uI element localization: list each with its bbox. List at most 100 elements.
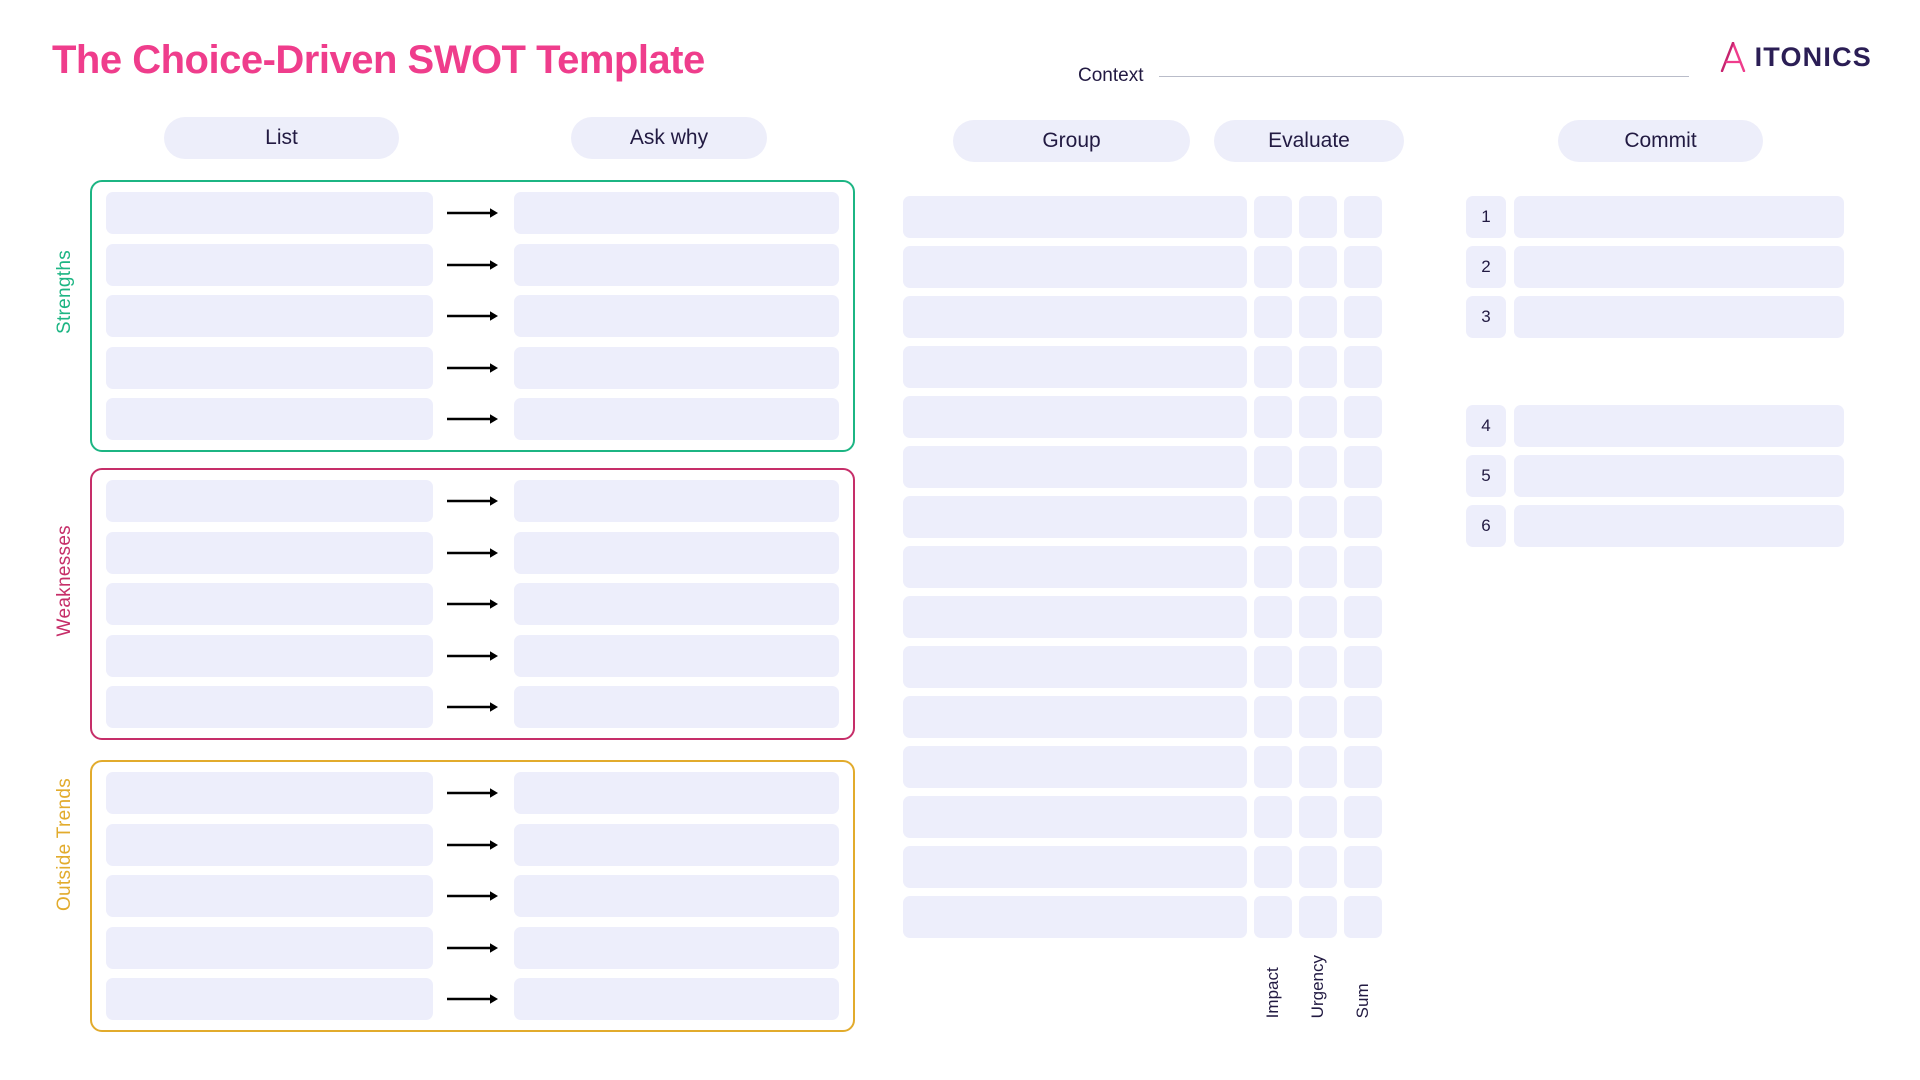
group-field[interactable]	[903, 896, 1247, 938]
swot-ask-why-field[interactable]	[514, 480, 840, 522]
evaluate-score-cell-urgency[interactable]	[1299, 446, 1337, 488]
evaluate-score-cell-urgency[interactable]	[1299, 646, 1337, 688]
swot-list-field[interactable]	[106, 398, 433, 440]
group-field[interactable]	[903, 646, 1247, 688]
swot-list-field[interactable]	[106, 686, 433, 728]
swot-list-field[interactable]	[106, 480, 433, 522]
group-field[interactable]	[903, 846, 1247, 888]
evaluate-score-cell-impact[interactable]	[1254, 746, 1292, 788]
swot-ask-why-field[interactable]	[514, 978, 840, 1020]
evaluate-score-cell-impact[interactable]	[1254, 296, 1292, 338]
evaluate-score-cell-urgency[interactable]	[1299, 846, 1337, 888]
group-field[interactable]	[903, 596, 1247, 638]
evaluate-score-cell-urgency[interactable]	[1299, 896, 1337, 938]
swot-list-field[interactable]	[106, 926, 433, 969]
commit-field[interactable]	[1514, 196, 1844, 238]
evaluate-score-cell-sum[interactable]	[1344, 296, 1382, 338]
swot-list-field[interactable]	[106, 823, 433, 866]
group-field[interactable]	[903, 746, 1247, 788]
evaluate-score-cell-sum[interactable]	[1344, 846, 1382, 888]
evaluate-score-cell-impact[interactable]	[1254, 596, 1292, 638]
swot-ask-why-field[interactable]	[514, 634, 840, 677]
evaluate-score-cell-impact[interactable]	[1254, 446, 1292, 488]
swot-ask-why-field[interactable]	[514, 583, 840, 625]
evaluate-score-cell-sum[interactable]	[1344, 796, 1382, 838]
evaluate-score-cell-sum[interactable]	[1344, 346, 1382, 388]
group-field[interactable]	[903, 346, 1247, 388]
swot-list-field[interactable]	[106, 634, 433, 677]
evaluate-score-cell-impact[interactable]	[1254, 396, 1292, 438]
evaluate-score-cell-urgency[interactable]	[1299, 246, 1337, 288]
evaluate-score-cell-urgency[interactable]	[1299, 396, 1337, 438]
group-field[interactable]	[903, 396, 1247, 438]
swot-ask-why-field[interactable]	[514, 346, 840, 389]
commit-field[interactable]	[1514, 405, 1844, 447]
evaluate-score-cell-impact[interactable]	[1254, 846, 1292, 888]
group-field[interactable]	[903, 546, 1247, 588]
evaluate-score-cell-urgency[interactable]	[1299, 496, 1337, 538]
swot-ask-why-field[interactable]	[514, 823, 840, 866]
swot-list-field[interactable]	[106, 875, 433, 917]
swot-ask-why-field[interactable]	[514, 772, 840, 814]
evaluate-score-cell-urgency[interactable]	[1299, 196, 1337, 238]
swot-list-field[interactable]	[106, 978, 433, 1020]
group-field[interactable]	[903, 796, 1247, 838]
swot-ask-why-field[interactable]	[514, 875, 840, 917]
evaluate-score-cell-impact[interactable]	[1254, 896, 1292, 938]
evaluate-score-cell-sum[interactable]	[1344, 246, 1382, 288]
group-field[interactable]	[903, 196, 1247, 238]
evaluate-score-cell-impact[interactable]	[1254, 696, 1292, 738]
evaluate-score-cell-sum[interactable]	[1344, 196, 1382, 238]
swot-list-field[interactable]	[106, 346, 433, 389]
evaluate-score-cell-urgency[interactable]	[1299, 596, 1337, 638]
evaluate-score-cell-urgency[interactable]	[1299, 346, 1337, 388]
swot-ask-why-field[interactable]	[514, 531, 840, 574]
swot-list-field[interactable]	[106, 243, 433, 286]
evaluate-score-cell-urgency[interactable]	[1299, 696, 1337, 738]
pill-evaluate[interactable]: Evaluate	[1214, 120, 1404, 162]
commit-field[interactable]	[1514, 246, 1844, 288]
evaluate-score-cell-sum[interactable]	[1344, 446, 1382, 488]
commit-field[interactable]	[1514, 455, 1844, 497]
evaluate-score-cell-impact[interactable]	[1254, 196, 1292, 238]
swot-ask-why-field[interactable]	[514, 295, 840, 337]
swot-list-field[interactable]	[106, 192, 433, 234]
context-field[interactable]: Context	[1078, 65, 1690, 87]
pill-ask-why[interactable]: Ask why	[571, 117, 767, 159]
group-field[interactable]	[903, 296, 1247, 338]
context-input-line[interactable]	[1159, 75, 1690, 77]
commit-field[interactable]	[1514, 296, 1844, 338]
swot-ask-why-field[interactable]	[514, 192, 840, 234]
pill-commit[interactable]: Commit	[1558, 120, 1763, 162]
group-field[interactable]	[903, 696, 1247, 738]
evaluate-score-cell-impact[interactable]	[1254, 496, 1292, 538]
evaluate-score-cell-impact[interactable]	[1254, 546, 1292, 588]
evaluate-score-cell-impact[interactable]	[1254, 646, 1292, 688]
swot-ask-why-field[interactable]	[514, 926, 840, 969]
pill-group[interactable]: Group	[953, 120, 1190, 162]
evaluate-score-cell-sum[interactable]	[1344, 696, 1382, 738]
swot-list-field[interactable]	[106, 531, 433, 574]
group-field[interactable]	[903, 446, 1247, 488]
evaluate-score-cell-urgency[interactable]	[1299, 746, 1337, 788]
evaluate-score-cell-urgency[interactable]	[1299, 546, 1337, 588]
swot-list-field[interactable]	[106, 295, 433, 337]
swot-ask-why-field[interactable]	[514, 398, 840, 440]
swot-ask-why-field[interactable]	[514, 686, 840, 728]
evaluate-score-cell-sum[interactable]	[1344, 396, 1382, 438]
swot-list-field[interactable]	[106, 583, 433, 625]
evaluate-score-cell-sum[interactable]	[1344, 596, 1382, 638]
swot-list-field[interactable]	[106, 772, 433, 814]
swot-ask-why-field[interactable]	[514, 243, 840, 286]
evaluate-score-cell-impact[interactable]	[1254, 346, 1292, 388]
evaluate-score-cell-impact[interactable]	[1254, 246, 1292, 288]
evaluate-score-cell-sum[interactable]	[1344, 896, 1382, 938]
group-field[interactable]	[903, 246, 1247, 288]
evaluate-score-cell-sum[interactable]	[1344, 546, 1382, 588]
evaluate-score-cell-sum[interactable]	[1344, 746, 1382, 788]
group-field[interactable]	[903, 496, 1247, 538]
evaluate-score-cell-urgency[interactable]	[1299, 796, 1337, 838]
evaluate-score-cell-sum[interactable]	[1344, 496, 1382, 538]
pill-list[interactable]: List	[164, 117, 399, 159]
evaluate-score-cell-urgency[interactable]	[1299, 296, 1337, 338]
